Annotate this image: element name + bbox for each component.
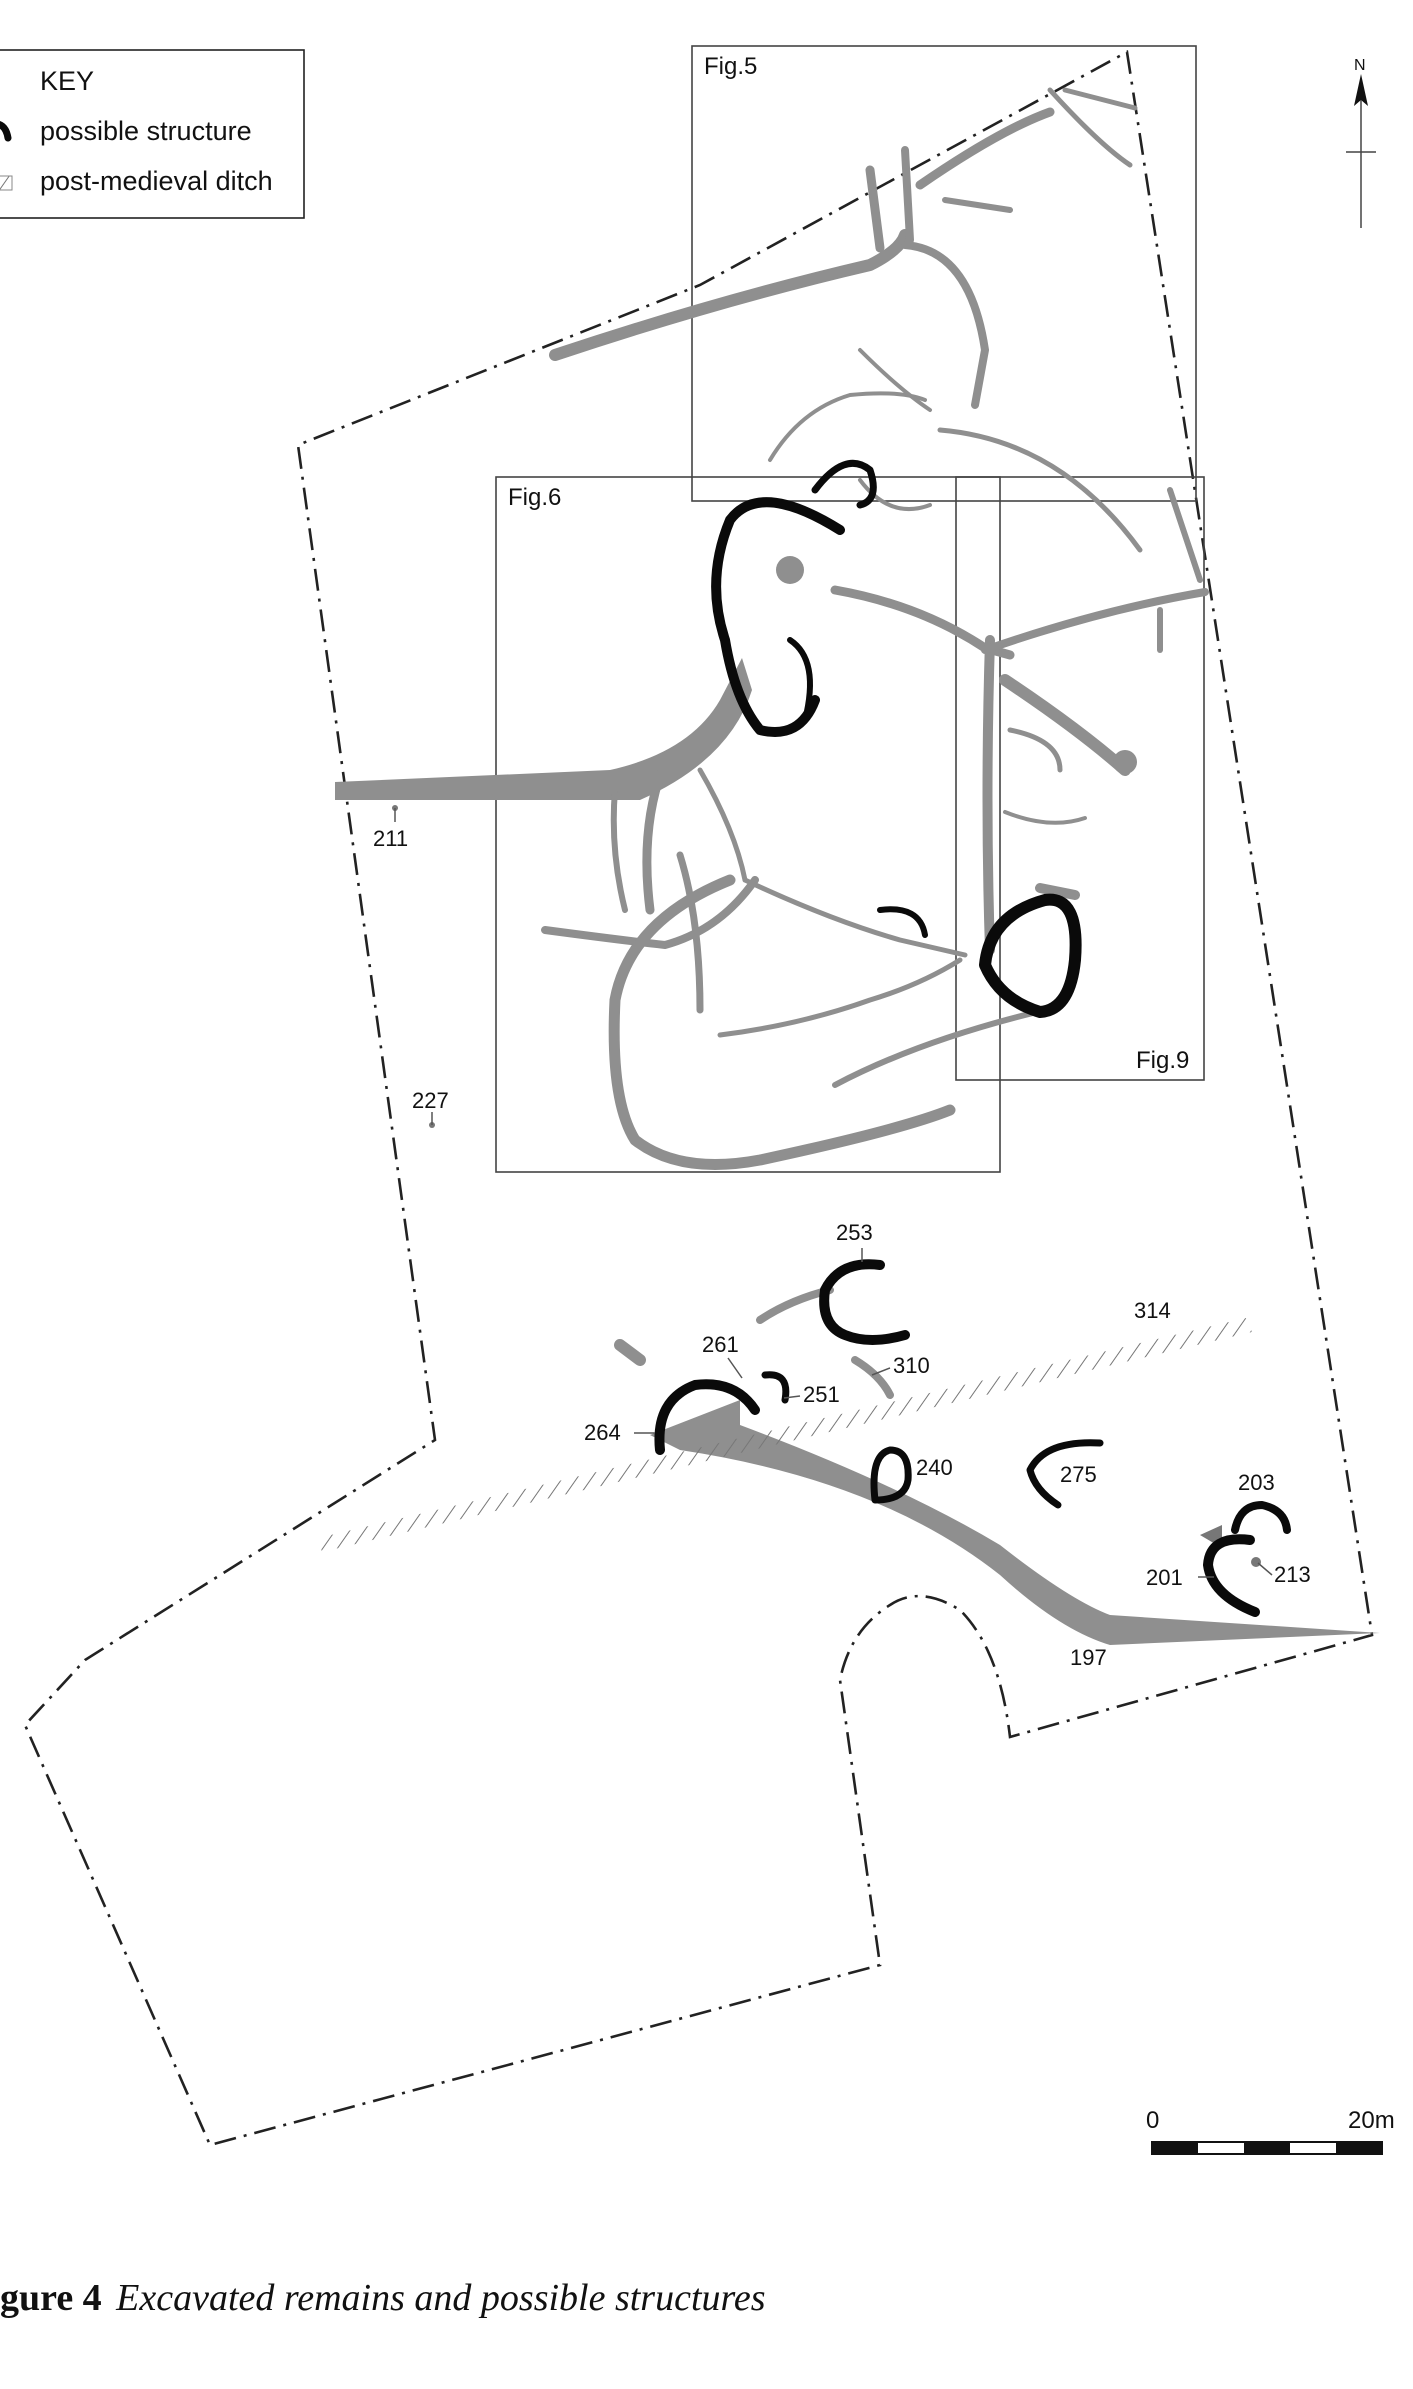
north-arrow: N [1346,57,1376,228]
scale-bar-end-label: 20m [1348,2107,1395,2134]
feature-label-213: 213 [1274,1562,1311,1587]
structure-fig9-ring [979,893,1082,1018]
structure-253 [819,1259,910,1345]
feature-label-227: 227 [412,1088,449,1113]
feature-label-275: 275 [1060,1462,1097,1487]
feature-label-197: 197 [1070,1645,1107,1670]
feature-label-240: 240 [916,1455,953,1480]
figure-box-fig9: Fig.9 [955,476,1205,1081]
excavated-features [335,87,1380,1645]
structure-251 [761,1371,790,1404]
feature-label-211: 211 [373,826,408,851]
scale-bar: 0 20m [1146,2107,1395,2155]
svg-text:gure 4 Excavated remains: gure 4 Excavated remains and possible st… [0,2277,766,2319]
feature-label-264: 264 [584,1420,621,1445]
hatch-symbol-icon [0,175,13,191]
north-arrow-icon [1354,74,1368,106]
figure-box-label: Fig.9 [1136,1047,1189,1074]
feature-label-203: 203 [1238,1470,1275,1495]
key-item-post-medieval-ditch: post-medieval ditch [40,166,273,196]
map-key: KEY possible structure post-medieval dit… [0,49,305,219]
feature-label-253: 253 [836,1220,873,1245]
figure-box-fig6: Fig.6 [495,476,1001,1173]
ditch-211 [335,658,752,800]
feature-label-314: 314 [1134,1298,1171,1323]
possible-structures [654,459,1291,1617]
possible-structure-symbol-icon [0,120,12,142]
structure-201 [1203,1534,1260,1617]
figure-box-label: Fig.6 [508,484,561,511]
ditch-197 [650,1400,1380,1645]
site-boundary [23,49,1374,2147]
feature-label-310: 310 [893,1353,930,1378]
figure-caption: gure 4 Excavated remains and possible st… [0,2277,766,2319]
key-item-possible-structure: possible structure [40,116,252,146]
feature-label-261: 261 [702,1332,739,1357]
structure-275 [1026,1439,1104,1509]
scale-bar-start-label: 0 [1146,2107,1159,2134]
figure-box-label: Fig.5 [704,53,757,80]
post-medieval-ditch-314 [318,1318,1252,1552]
feature-labels: 211 227 253 314 261 310 251 264 240 275 … [373,808,1311,1670]
north-label: N [1354,57,1366,74]
caption-number: gure 4 [0,2277,102,2319]
caption-text: Excavated remains and possible structure… [115,2277,765,2319]
feature-label-251: 251 [803,1382,840,1407]
structure-203 [1231,1501,1291,1534]
key-title: KEY [40,66,94,96]
key-box [0,49,305,219]
structure-264 [654,1379,760,1455]
feature-label-201: 201 [1146,1565,1183,1590]
figure-box-fig5: Fig.5 [691,45,1197,502]
structure-240 [870,1446,912,1504]
